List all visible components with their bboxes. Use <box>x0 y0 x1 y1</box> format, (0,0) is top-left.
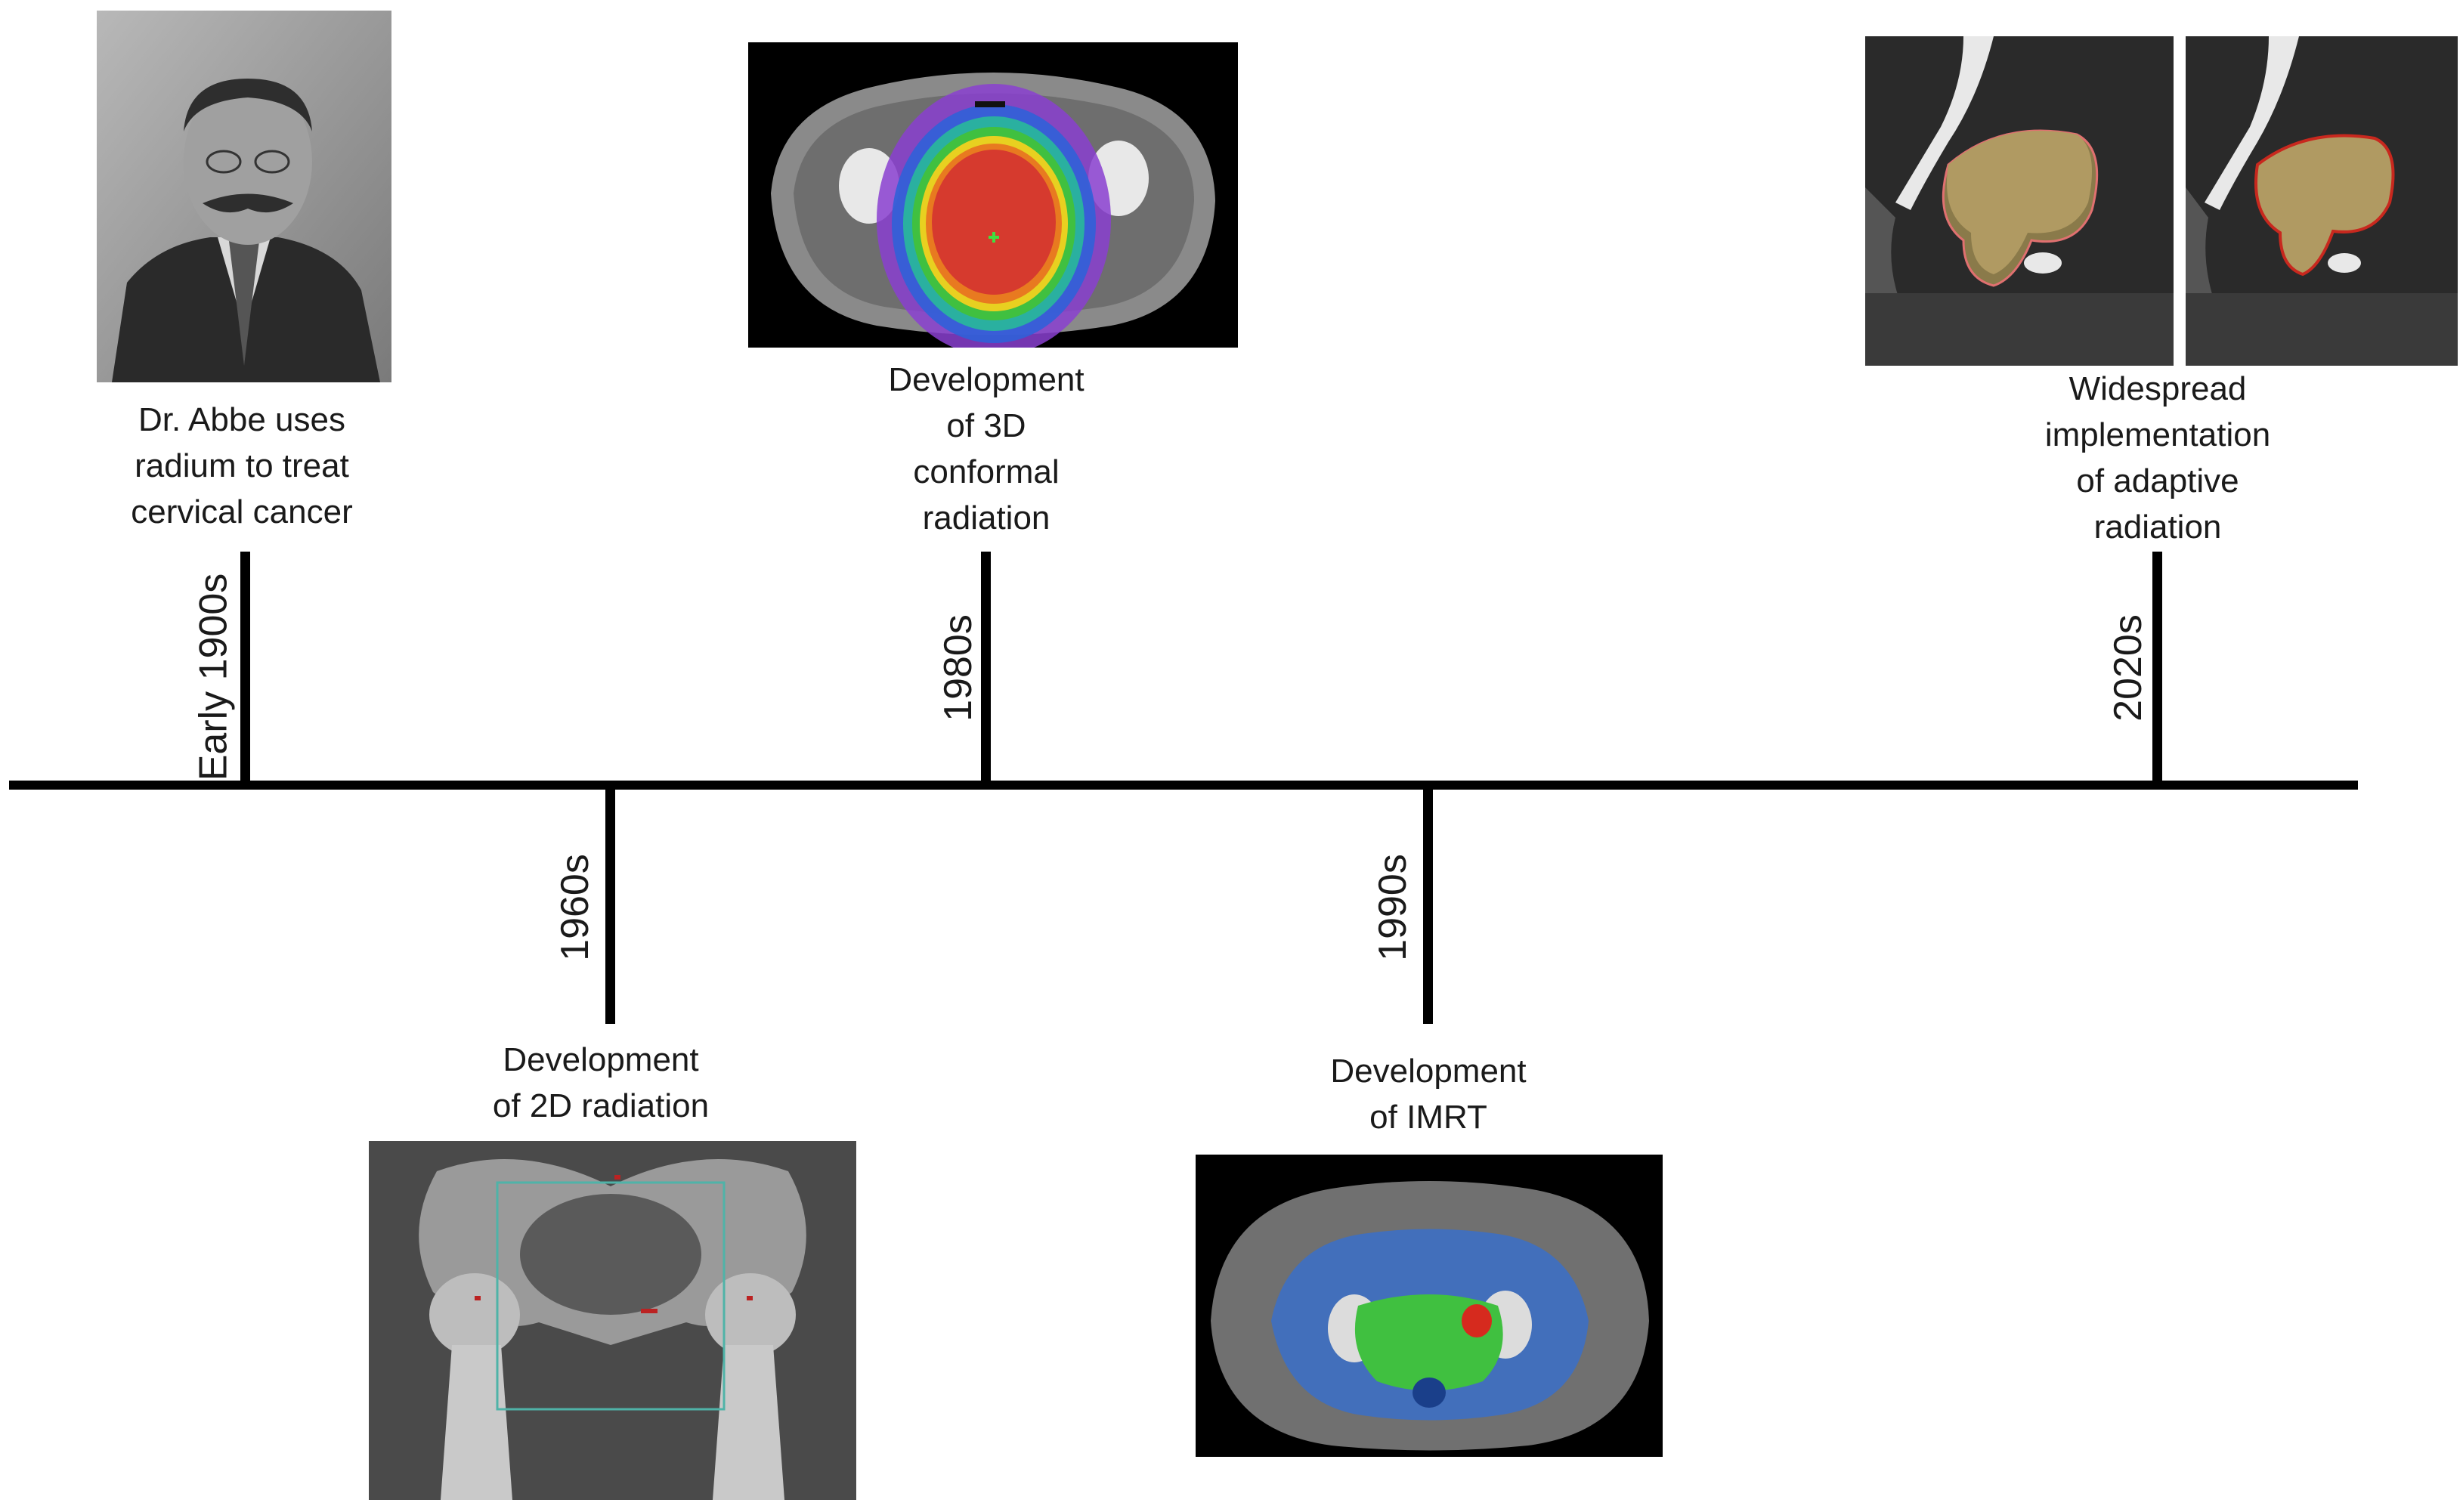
event-label-line: cervical cancer <box>131 493 353 530</box>
era-label-1960s: 1960s <box>552 854 597 961</box>
event-label-line: conformal <box>913 453 1060 490</box>
tick-2020s <box>2152 552 2162 786</box>
era-label-1990s: 1990s <box>1370 854 1415 961</box>
event-label-early-1900s: Dr. Abbe uses radium to treat cervical c… <box>30 397 453 535</box>
tick-1990s <box>1423 786 1433 1024</box>
event-label-line: radium to treat <box>135 447 349 484</box>
tick-1980s <box>981 552 991 786</box>
ct-3d-conformal-image <box>748 42 1238 348</box>
tick-1960s <box>605 786 615 1024</box>
event-label-line: Widespread <box>2068 370 2247 407</box>
event-label-line: Development <box>1330 1053 1527 1090</box>
mri-adaptive-image-right <box>2186 36 2458 366</box>
event-label-1990s: Development of IMRT <box>1217 1048 1640 1140</box>
event-label-line: of 2D radiation <box>492 1087 710 1124</box>
event-label-line: of IMRT <box>1369 1099 1487 1136</box>
ct-imrt-image <box>1196 1155 1663 1457</box>
xray-2d-image <box>369 1141 856 1500</box>
event-label-line: radiation <box>922 499 1050 536</box>
tick-early-1900s <box>240 552 250 786</box>
event-label-line: Development <box>888 361 1085 398</box>
event-label-line: Dr. Abbe uses <box>138 401 345 438</box>
event-label-1980s: Development of 3D conformal radiation <box>775 357 1198 541</box>
timeline-axis <box>9 781 2358 790</box>
event-label-line: of adaptive <box>2076 462 2239 499</box>
event-label-line: of 3D <box>946 407 1026 444</box>
event-label-line: implementation <box>2044 416 2271 453</box>
portrait-photo <box>97 11 391 382</box>
event-label-line: radiation <box>2093 509 2222 546</box>
era-label-early-1900s: Early 1900s <box>191 573 236 781</box>
era-label-2020s: 2020s <box>2106 614 2150 722</box>
event-label-2020s: Widespread implementation of adaptive ra… <box>1946 366 2369 550</box>
event-label-1960s: Development of 2D radiation <box>389 1037 812 1129</box>
mri-adaptive-image-left <box>1865 36 2174 366</box>
era-label-1980s: 1980s <box>936 614 980 722</box>
event-label-line: Development <box>503 1041 699 1078</box>
